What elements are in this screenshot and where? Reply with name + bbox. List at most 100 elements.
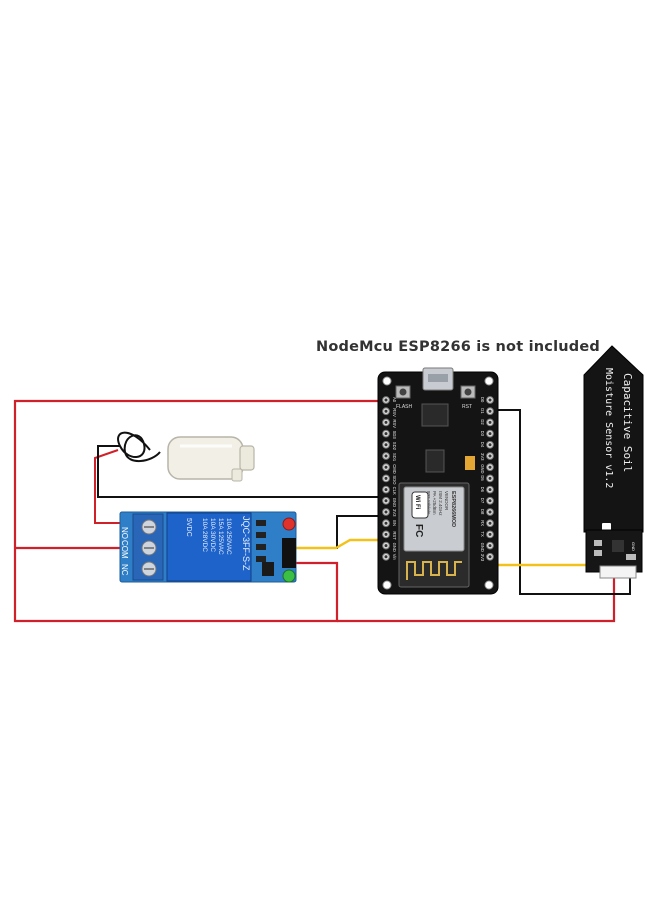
left-pin-label-1: RSV [392, 408, 397, 417]
usb-uart-chip [421, 403, 449, 427]
left-pin-label-0: A0 [392, 397, 397, 403]
right-pin-label-12: TX [480, 531, 485, 537]
right-pin-hole-10 [488, 510, 492, 514]
right-pin-label-4: D4 [480, 442, 485, 448]
relay-header [282, 538, 296, 568]
right-pin-hole-5 [488, 454, 492, 458]
left-pin-label-9: GND [392, 498, 397, 507]
rst-label: RST [462, 404, 472, 410]
esp-module-line-1: ESP8266MOD [450, 491, 456, 527]
relay-terminal-nc: NC [120, 564, 129, 576]
left-pin-hole-5 [384, 454, 388, 458]
left-pin-label-5: SD1 [392, 453, 397, 462]
left-pin-hole-2 [384, 420, 388, 424]
right-pin-label-14: 3V3 [480, 554, 485, 562]
black-wire-pump [97, 445, 385, 498]
right-pin-label-13: GND [480, 543, 485, 552]
yellow-wire-relay-in [294, 538, 385, 550]
soil-moisture-sensor: Capacitive Soil Moisture Sensor v1.2 GND [583, 345, 644, 579]
left-pin-label-3: SD3 [392, 431, 397, 440]
left-pin-hole-3 [384, 432, 388, 436]
right-pin-hole-6 [488, 465, 492, 469]
red-wire-sensor [337, 578, 616, 623]
right-pin-label-11: RX [480, 520, 485, 526]
left-pin-hole-7 [384, 476, 388, 480]
left-pin-hole-0 [384, 398, 388, 402]
relay-model-text: JQC-3FF-S-Z [241, 516, 251, 571]
sensor-connector [599, 565, 637, 579]
right-pin-label-2: D2 [480, 419, 485, 425]
right-pin-label-3: D3 [480, 431, 485, 437]
right-pin-hole-0 [488, 398, 492, 402]
relay-rating-1: 10A 250VAC [225, 518, 232, 555]
right-pin-hole-2 [488, 420, 492, 424]
relay-coil-text: 5VDC [185, 518, 192, 537]
wifi-logo-box [411, 491, 429, 519]
wires [13, 398, 631, 623]
relay-cube [166, 512, 252, 582]
relay-rating-2: 15A 125VAC [217, 518, 224, 555]
wifi-logo-text: Wi Fi [414, 495, 420, 510]
relay-terminal-com: COM [120, 540, 129, 559]
sensor-probe [583, 345, 644, 533]
pin-header-left: A0RSVRSVSD3SD2SD1CMDSDOCLKGND3V3ENRSTGND… [382, 396, 397, 561]
left-pin-label-6: CMD [392, 464, 397, 474]
relay-led-green [282, 569, 296, 583]
left-pin-label-14: Vin [392, 554, 397, 561]
sensor-pin-gnd: GND [631, 542, 636, 551]
left-pin-hole-13 [384, 544, 388, 548]
left-pin-hole-11 [384, 521, 388, 525]
right-pin-hole-1 [488, 409, 492, 413]
sensor-label-line-1: Capacitive Soil [621, 373, 634, 472]
sensor-label-line-2: Moisture Sensor v1.2 [603, 368, 614, 488]
left-pin-hole-10 [384, 510, 388, 514]
relay-module: NO COM NC JQC-3FF-S-Z 10A 250VAC 15A 125… [119, 511, 304, 583]
esp-module-line-4: PA +25dBm [432, 491, 437, 515]
left-pin-label-7: SDO [392, 475, 397, 485]
right-pin-label-8: D6 [480, 487, 485, 493]
right-pin-label-0: D0 [480, 397, 485, 403]
left-pin-label-4: SD2 [392, 442, 397, 451]
right-pin-hole-8 [488, 488, 492, 492]
left-pin-label-10: 3V3 [392, 509, 397, 517]
esp-module-line-3: ISM 2.4GHz [438, 491, 443, 516]
flash-label: FLASH [396, 404, 413, 410]
fcc-logo: FC [413, 524, 424, 537]
left-pin-label-13: GND [392, 543, 397, 552]
right-pin-hole-14 [488, 555, 492, 559]
pcb-antenna [406, 561, 462, 580]
left-pin-hole-8 [384, 488, 388, 492]
right-pin-hole-12 [488, 532, 492, 536]
relay-rating-3: 10A 30VDC [209, 518, 216, 552]
relay-rating-4: 10A 28VDC [201, 518, 208, 552]
pump-coiled-wire [117, 431, 161, 462]
right-pin-hole-9 [488, 499, 492, 503]
right-pin-label-9: D7 [480, 498, 485, 504]
left-pin-hole-6 [384, 465, 388, 469]
red-wire-top-loop [13, 399, 385, 623]
left-pin-label-8: CLK [392, 487, 397, 495]
relay-terminal-no: NO [120, 527, 129, 539]
left-pin-label-2: RSV [392, 419, 397, 428]
right-pin-hole-11 [488, 521, 492, 525]
right-pin-hole-13 [488, 544, 492, 548]
relay-pin-in: IN [298, 540, 304, 545]
esp-module-line-2: VENDOR [444, 491, 449, 511]
water-pump [117, 431, 255, 482]
right-pin-hole-4 [488, 443, 492, 447]
relay-led-red [282, 517, 296, 531]
left-pin-hole-12 [384, 532, 388, 536]
right-pin-label-1: D1 [480, 408, 485, 414]
right-pin-label-6: GND [480, 464, 485, 473]
right-pin-label-7: D5 [480, 475, 485, 481]
right-pin-hole-7 [488, 476, 492, 480]
left-pin-hole-1 [384, 409, 388, 413]
not-included-caption: NodeMcu ESP8266 is not included [316, 339, 600, 355]
right-pin-label-5: 3V3 [480, 453, 485, 461]
left-pin-label-12: RST [392, 531, 397, 540]
left-pin-hole-14 [384, 555, 388, 559]
right-pin-hole-3 [488, 432, 492, 436]
